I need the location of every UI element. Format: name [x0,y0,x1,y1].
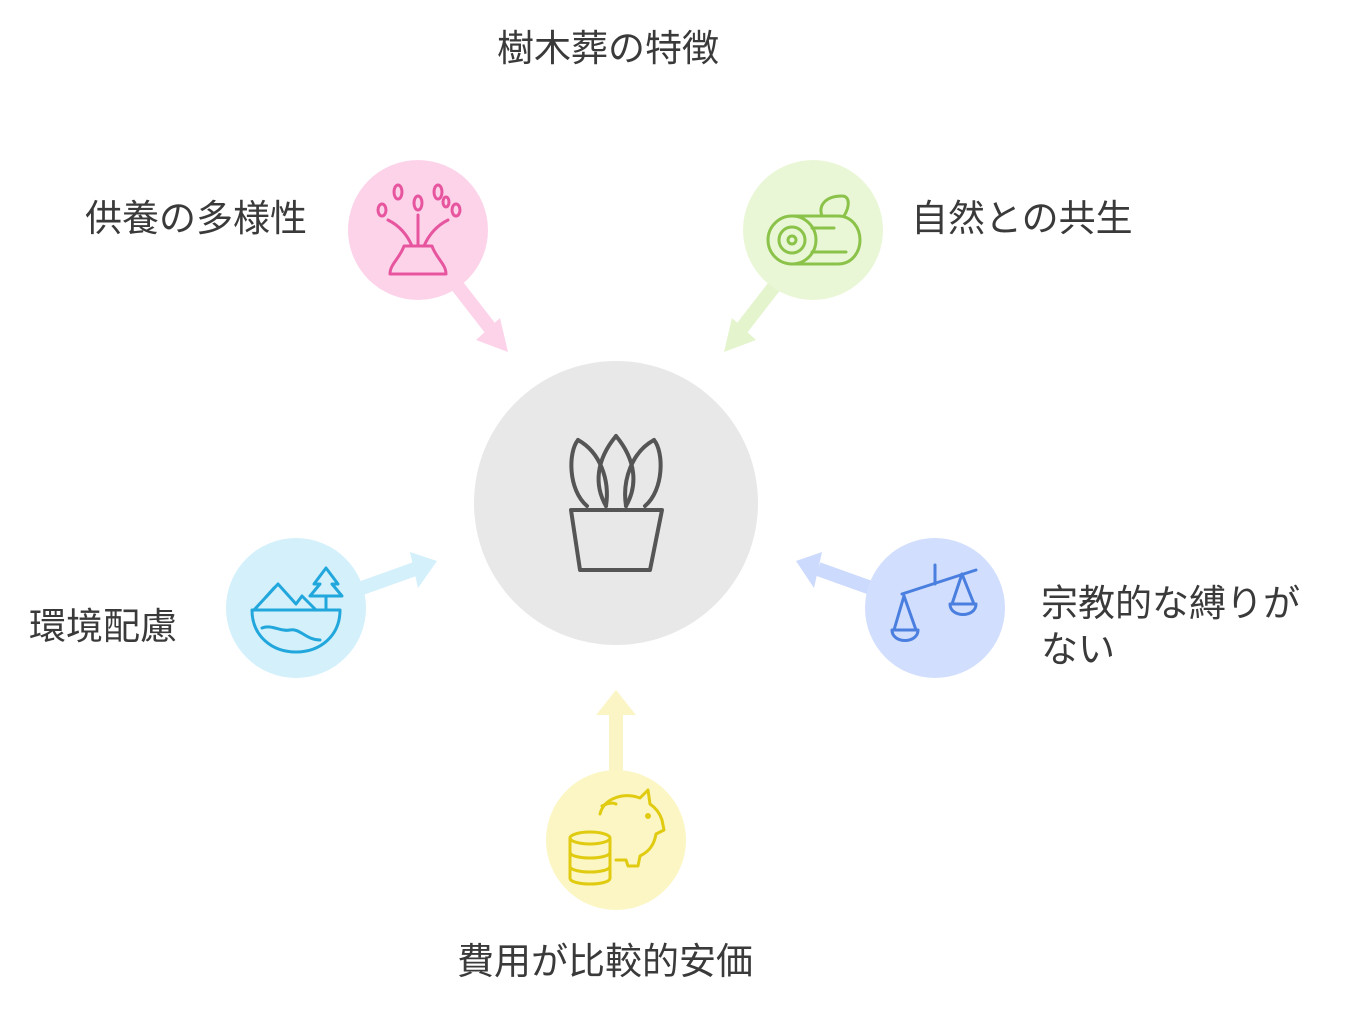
label-environmental-care: 環境配慮 [29,605,177,648]
label-relatively-low-cost: 費用が比較的安価 [457,940,753,983]
circle-cost [546,770,686,910]
log-icon [766,194,862,266]
potted-plant-icon [569,434,664,572]
label-diversity-of-memorial: 供養の多様性 [85,197,307,240]
center-circle [474,361,758,645]
piggy-bank-coins-icon [568,788,666,886]
label-coexistence-with-nature: 自然との共生 [911,197,1133,240]
vase-with-flowers-icon [376,183,462,276]
balance-scale-icon [890,563,978,642]
label-no-religious-restrictions-line1: 宗教的な縛りが [1041,582,1300,625]
circle-religion [865,538,1005,678]
label-no-religious-restrictions-line2: ない [1041,628,1115,671]
diagram-title: 樹木葬の特徴 [497,27,719,70]
circle-environment [226,538,366,678]
globe-landscape-icon [250,566,344,654]
